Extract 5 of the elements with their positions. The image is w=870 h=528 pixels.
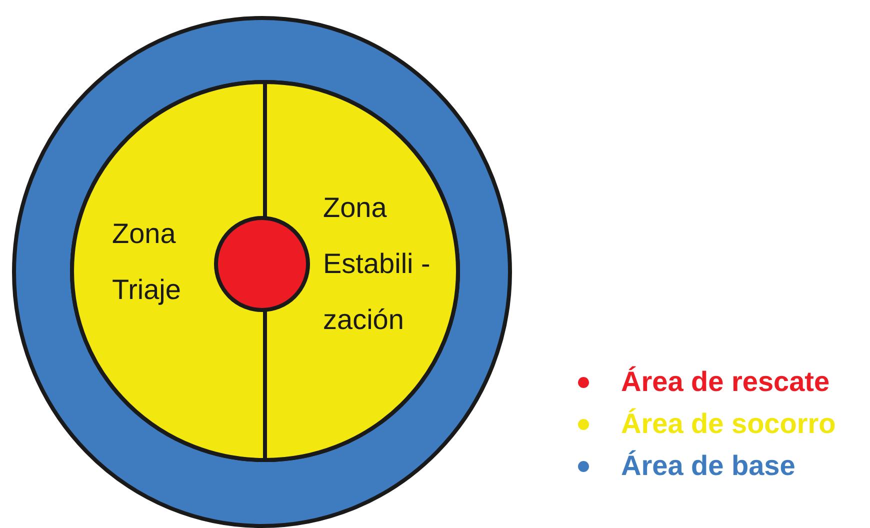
legend-label: Área de base xyxy=(621,450,796,482)
legend-label: Área de socorro xyxy=(621,408,836,440)
legend-label: Área de rescate xyxy=(621,366,830,398)
zone-label: Zona Estabili -zación xyxy=(323,191,432,337)
zone-label: Zona Triaje xyxy=(112,217,182,307)
